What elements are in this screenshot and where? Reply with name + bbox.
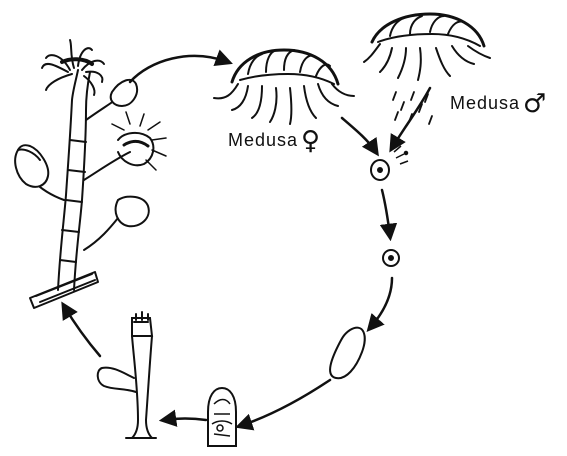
female-medusa-label: Medusa♀ (228, 130, 321, 151)
female-medusa-text: Medusa (228, 130, 298, 150)
young-polyp-icon (98, 312, 156, 438)
arrow-colony-to-medusa (130, 56, 228, 82)
settled-planula-icon (208, 388, 236, 446)
male-symbol-icon: ♂ (523, 89, 547, 119)
hydroid-colony-icon (15, 40, 166, 308)
egg-icon (371, 160, 389, 180)
male-medusa-label: Medusa♂ (450, 93, 547, 114)
arrow-to-zygote (382, 190, 390, 236)
sperm-icon (394, 146, 408, 164)
male-medusa-text: Medusa (450, 93, 520, 113)
planula-larva-icon (330, 328, 365, 379)
female-symbol-icon: ♀ (301, 126, 321, 156)
arrow-female-to-fertilization (342, 118, 376, 152)
arrow-to-young-polyp (164, 419, 206, 421)
zygote-icon (383, 250, 399, 266)
arrow-male-to-fertilization (392, 88, 430, 148)
arrow-to-settled-planula (240, 380, 330, 426)
arrow-to-planula (370, 278, 392, 328)
arrow-polyp-to-colony (64, 306, 100, 356)
female-medusa-icon (214, 50, 354, 124)
